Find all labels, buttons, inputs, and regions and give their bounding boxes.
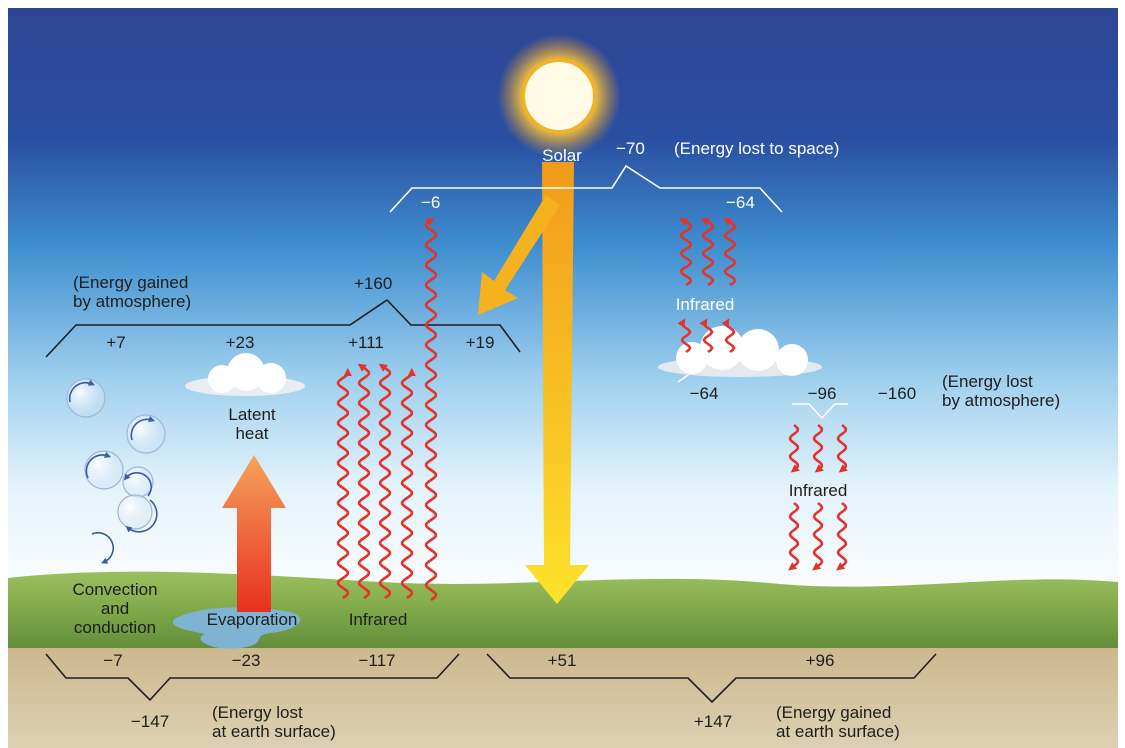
cloud-icon bbox=[658, 326, 822, 377]
infrared-wave-arrow-icon bbox=[701, 217, 715, 287]
atmosphere-gain-value: +7 bbox=[106, 333, 126, 352]
surface-gain-caption: (Energy gained at earth surface) bbox=[776, 703, 900, 741]
cloud-loss-value: −64 bbox=[689, 384, 719, 403]
upper-infrared-label: Infrared bbox=[675, 295, 735, 314]
ground-grass bbox=[8, 571, 1118, 652]
latent-heat-arrow bbox=[222, 455, 286, 612]
space-loss-caption: (Energy lost to space) bbox=[674, 139, 840, 158]
infrared-wave-arrow-icon bbox=[400, 367, 416, 600]
infrared-wave-arrow-icon bbox=[679, 217, 693, 287]
atmosphere-loss-caption: (Energy lost by atmosphere) bbox=[942, 372, 1061, 410]
infrared-wave-arrow-icon bbox=[424, 217, 438, 602]
infrared-wave-arrow-icon bbox=[836, 423, 848, 473]
surface-loss-value: −23 bbox=[231, 651, 261, 670]
infrared-wave-arrow-icon bbox=[723, 217, 737, 287]
space-left-value: −6 bbox=[421, 193, 441, 212]
atmosphere-gain-bracket bbox=[45, 298, 521, 358]
down-ir-bracket bbox=[792, 403, 848, 420]
atmosphere-gain-value: +19 bbox=[465, 333, 495, 352]
convection-arrows bbox=[68, 379, 158, 564]
surface-loss-total: −147 bbox=[130, 712, 170, 731]
evaporation-label: Evaporation bbox=[206, 610, 298, 629]
infrared-wave-arrow-icon bbox=[699, 318, 714, 354]
downward-loss-value: −96 bbox=[807, 384, 837, 403]
surface-gain-total: +147 bbox=[693, 712, 733, 731]
surface-loss-value: −7 bbox=[103, 651, 123, 670]
infrared-wave-arrow-icon bbox=[677, 318, 692, 354]
infrared-wave-arrow-icon bbox=[788, 501, 800, 571]
infrared-wave-arrow-icon bbox=[812, 501, 824, 571]
surface-loss-caption: (Energy lost at earth surface) bbox=[212, 703, 336, 741]
solar-beam-arrow bbox=[525, 162, 589, 604]
solar-absorbed-arrow bbox=[478, 195, 560, 315]
convection-label: Convection and conduction bbox=[72, 580, 158, 637]
infrared-wave-arrow-icon bbox=[812, 423, 824, 473]
infrared-wave-arrow-icon bbox=[378, 363, 392, 600]
sun-icon bbox=[497, 34, 621, 158]
surface-loss-bracket bbox=[45, 653, 460, 702]
space-right-value: −64 bbox=[726, 193, 755, 212]
downward-infrared-label: Infrared bbox=[788, 481, 848, 500]
atmosphere-gain-total: +160 bbox=[354, 274, 393, 293]
surface-infrared-label: Infrared bbox=[348, 610, 408, 629]
infrared-arrows bbox=[336, 217, 848, 602]
surface-gain-value: +51 bbox=[547, 651, 577, 670]
solar-label: Solar bbox=[542, 146, 582, 165]
ground-soil bbox=[8, 648, 1118, 748]
infrared-wave-arrow-icon bbox=[357, 363, 371, 600]
atmosphere-gain-value: +23 bbox=[225, 333, 255, 352]
infrared-wave-arrow-icon bbox=[336, 367, 352, 600]
infrared-wave-arrow-icon bbox=[721, 318, 736, 354]
atmosphere-gain-value: +111 bbox=[348, 333, 384, 352]
infrared-wave-arrow-icon bbox=[788, 423, 800, 473]
surface-loss-value: −117 bbox=[358, 651, 396, 670]
space-loss-value: −70 bbox=[616, 139, 645, 158]
latent-heat-label: Latent heat bbox=[228, 405, 276, 443]
surface-gain-bracket bbox=[486, 653, 937, 704]
atmosphere-loss-total: −160 bbox=[877, 384, 917, 403]
water-puddle-icon bbox=[172, 607, 301, 649]
infrared-wave-arrow-icon bbox=[836, 501, 848, 571]
atmosphere-gain-caption: (Energy gained by atmosphere) bbox=[73, 273, 192, 311]
cloud-icon bbox=[185, 353, 305, 396]
surface-gain-value: +96 bbox=[805, 651, 835, 670]
space-bracket bbox=[389, 164, 783, 213]
